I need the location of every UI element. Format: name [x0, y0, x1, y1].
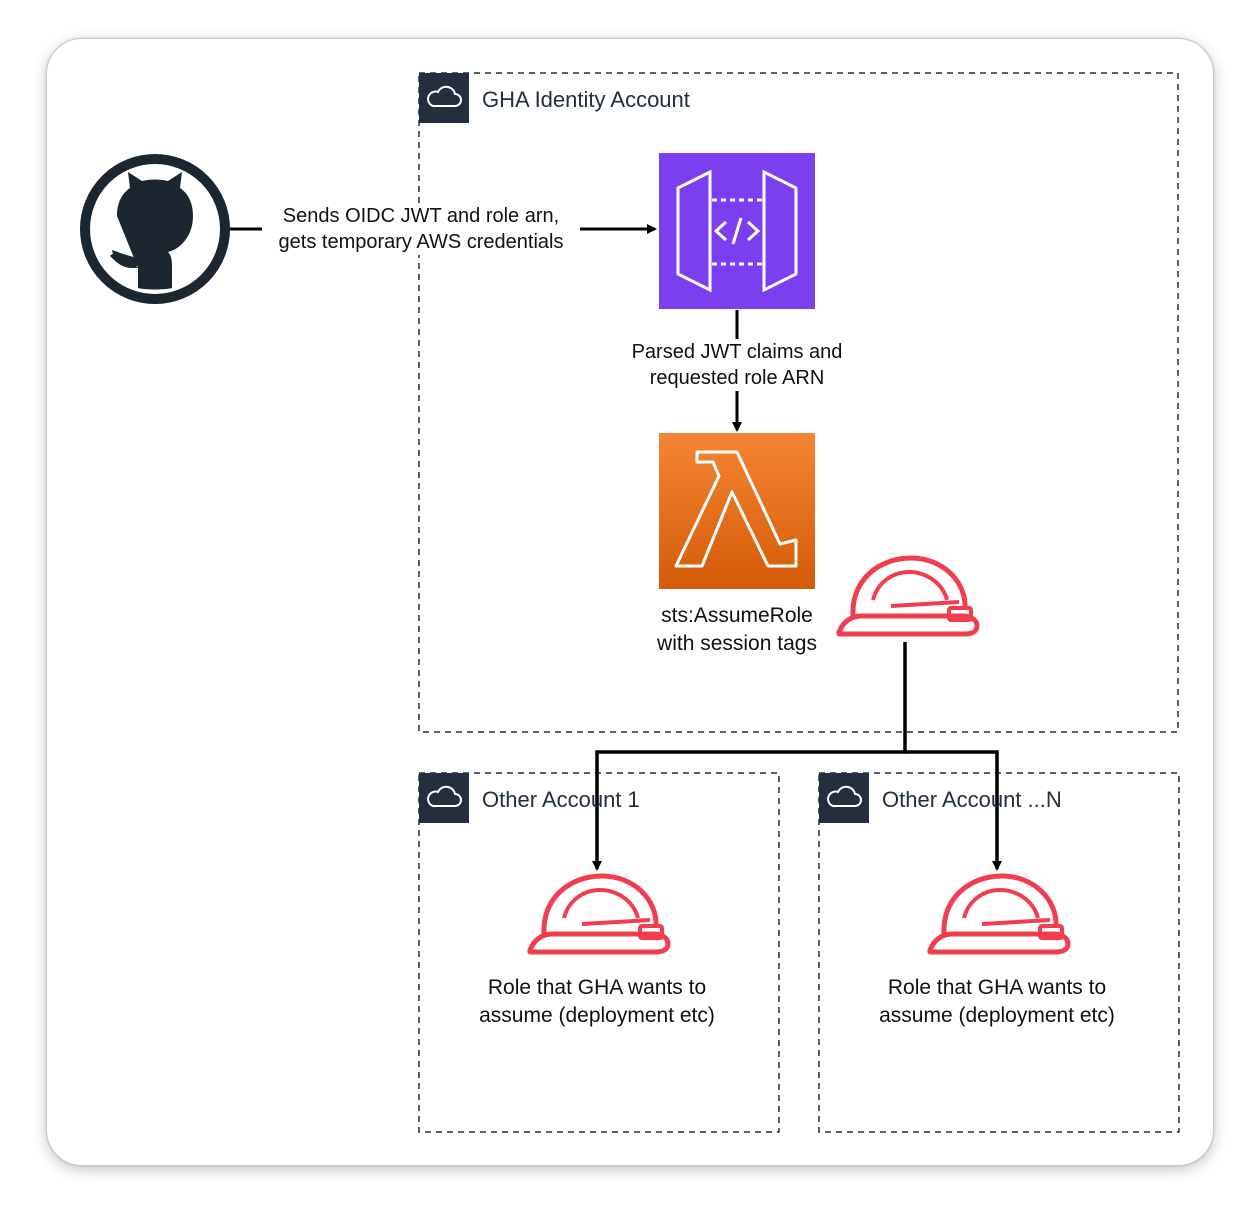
group-title-other-1: Other Account 1 [482, 787, 640, 812]
role-label-line: assume (deployment etc) [479, 1004, 715, 1027]
edge-role-to-other-account-n [905, 750, 1002, 871]
edge-label-line: requested role ARN [649, 367, 825, 389]
edge-label-api-to-lambda: Parsed JWT claims and requested role ARN [612, 339, 862, 391]
github-icon [80, 154, 230, 304]
role-label-line: Role that GHA wants to [487, 976, 707, 999]
iam-role-icon [930, 876, 1068, 952]
role-label-line: assume (deployment etc) [879, 1004, 1115, 1027]
edge-role-to-other-account-1 [592, 642, 907, 871]
edge-label-line: Sends OIDC JWT and role arn, [282, 205, 560, 227]
role-label-other-1: Role that GHA wants to assume (deploymen… [437, 974, 757, 1030]
iam-role-icon [530, 876, 668, 952]
cloud-icon [419, 73, 469, 123]
lambda-label: sts:AssumeRole with session tags [627, 602, 847, 658]
group-other-account-n [818, 772, 1180, 1133]
edge-label-line: gets temporary AWS credentials [278, 231, 564, 253]
group-gha-identity-account [418, 72, 1179, 733]
role-label-other-n: Role that GHA wants to assume (deploymen… [837, 974, 1157, 1030]
group-title-identity: GHA Identity Account [482, 87, 690, 112]
iam-role-icon [839, 558, 977, 634]
cloud-icon [419, 773, 469, 823]
edge-label-line: Parsed JWT claims and [631, 341, 843, 363]
edge-label-github-to-api: Sends OIDC JWT and role arn, gets tempor… [262, 203, 580, 255]
group-title-other-n: Other Account ...N [882, 787, 1062, 812]
lambda-icon [659, 433, 815, 589]
cloud-icon [819, 773, 869, 823]
api-gateway-icon [659, 153, 815, 309]
role-label-line: Role that GHA wants to [887, 976, 1107, 999]
lambda-label-line: with session tags [657, 632, 817, 655]
diagram-card [46, 38, 1214, 1166]
lambda-label-line: sts:AssumeRole [661, 604, 813, 627]
group-other-account-1 [418, 772, 780, 1133]
